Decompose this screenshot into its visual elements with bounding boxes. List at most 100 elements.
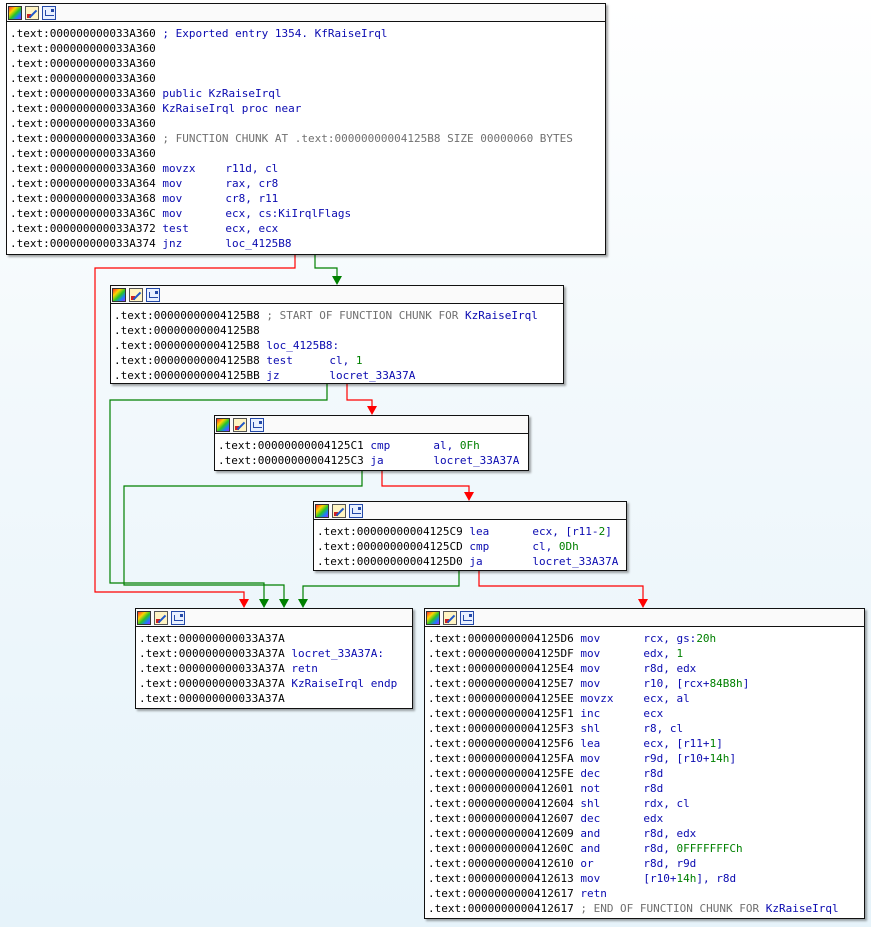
code-line[interactable]: .text:000000000033A37A xyxy=(139,631,409,646)
operand[interactable]: locret_33A37A xyxy=(532,555,619,568)
node-color-icon[interactable] xyxy=(8,5,22,20)
group-nodes-icon[interactable] xyxy=(250,417,264,432)
operand[interactable]: loc_4125B8: xyxy=(259,339,340,352)
immediate-value[interactable]: 0Dh xyxy=(558,540,579,553)
rename-icon[interactable] xyxy=(129,287,143,302)
mnemonic[interactable]: lea xyxy=(469,525,490,538)
operand[interactable]: cl, xyxy=(532,540,559,553)
operand[interactable]: [r10+ xyxy=(643,872,677,885)
mnemonic[interactable]: mov xyxy=(162,177,183,190)
immediate-value[interactable]: 14h xyxy=(676,872,697,885)
immediate-value[interactable]: 84B8h xyxy=(709,677,743,690)
code-line[interactable]: .text:000000000033A360 xyxy=(10,56,602,71)
rename-icon[interactable] xyxy=(154,610,168,625)
mnemonic[interactable]: cmp xyxy=(469,540,490,553)
mnemonic[interactable]: ja xyxy=(370,454,384,467)
code-line[interactable]: .text:000000000033A360 xyxy=(10,71,602,86)
mnemonic[interactable]: ja xyxy=(469,555,483,568)
rename-icon[interactable] xyxy=(25,5,39,20)
operand[interactable]: rcx, gs: xyxy=(643,632,697,645)
operand[interactable]: locret_33A37A xyxy=(329,369,416,382)
operand[interactable]: r8d, xyxy=(643,842,677,855)
operand[interactable]: KzRaiseIrql endp xyxy=(284,677,398,690)
operand[interactable]: r9d, [r10+ xyxy=(643,752,710,765)
operand[interactable]: public KzRaiseIrql xyxy=(155,87,282,100)
basic-block-locret-33A37A[interactable]: .text:000000000033A37A.text:000000000033… xyxy=(135,608,413,709)
code-line[interactable]: .text:00000000004125B8 ; START OF FUNCTI… xyxy=(114,308,560,323)
mnemonic[interactable]: retn xyxy=(580,887,607,900)
code-line[interactable]: .text:000000000033A37A xyxy=(139,691,409,706)
mnemonic[interactable]: movzx xyxy=(162,162,196,175)
operand[interactable]: ecx, [r11+ xyxy=(643,737,710,750)
code-line[interactable]: .text:000000000033A37A locret_33A37A: xyxy=(139,646,409,661)
rename-icon[interactable] xyxy=(332,503,346,518)
code-line[interactable]: .text:000000000033A360 xyxy=(10,41,602,56)
mnemonic[interactable]: not xyxy=(580,782,601,795)
immediate-value[interactable]: 1 xyxy=(676,647,684,660)
immediate-value[interactable]: 2 xyxy=(598,525,606,538)
operand[interactable]: ], r8d xyxy=(696,872,737,885)
immediate-value[interactable]: 1 xyxy=(709,737,717,750)
mnemonic[interactable]: or xyxy=(580,857,594,870)
code-line[interactable]: .text:0000000000412613 mov[r10+14h], r8d xyxy=(428,871,861,886)
code-line[interactable]: .text:000000000033A37A retn xyxy=(139,661,409,676)
mnemonic[interactable]: jz xyxy=(266,369,280,382)
node-color-icon[interactable] xyxy=(112,287,126,302)
mnemonic[interactable]: mov xyxy=(162,207,183,220)
operand[interactable]: r10, [rcx+ xyxy=(643,677,710,690)
operand[interactable]: r11d, cl xyxy=(225,162,279,175)
mnemonic[interactable]: mov xyxy=(580,677,601,690)
operand[interactable]: retn xyxy=(284,662,318,675)
operand[interactable]: ] xyxy=(729,752,737,765)
mnemonic[interactable]: shl xyxy=(580,722,601,735)
immediate-value[interactable]: 0Fh xyxy=(459,439,480,452)
operand[interactable]: cl, xyxy=(329,354,356,367)
code-line[interactable]: .text:000000000033A360 xyxy=(10,116,602,131)
group-nodes-icon[interactable] xyxy=(146,287,160,302)
code-line[interactable]: .text:0000000000412617 retn xyxy=(428,886,861,901)
mnemonic[interactable]: mov xyxy=(580,662,601,675)
mnemonic[interactable]: mov xyxy=(580,647,601,660)
operand[interactable]: ] xyxy=(742,677,750,690)
immediate-value[interactable]: 14h xyxy=(709,752,730,765)
operand[interactable]: r8d, edx xyxy=(643,662,697,675)
operand[interactable]: locret_33A37A xyxy=(433,454,520,467)
operand[interactable]: ecx, al xyxy=(643,692,690,705)
basic-block-entry[interactable]: .text:000000000033A360 ; Exported entry … xyxy=(6,3,606,255)
rename-icon[interactable] xyxy=(233,417,247,432)
operand[interactable]: r8d xyxy=(643,767,664,780)
code-line[interactable]: .text:00000000004125B8 xyxy=(114,323,560,338)
node-color-icon[interactable] xyxy=(137,610,151,625)
operand[interactable]: r8d xyxy=(643,782,664,795)
group-nodes-icon[interactable] xyxy=(349,503,363,518)
rename-icon[interactable] xyxy=(443,610,457,625)
operand[interactable]: cr8, r11 xyxy=(225,192,279,205)
operand[interactable]: ecx xyxy=(643,707,664,720)
operand[interactable]: edx, xyxy=(643,647,677,660)
mnemonic[interactable]: dec xyxy=(580,767,601,780)
node-color-icon[interactable] xyxy=(216,417,230,432)
code-line[interactable]: .text:000000000033A360 KzRaiseIrql proc … xyxy=(10,101,602,116)
mnemonic[interactable]: mov xyxy=(580,632,601,645)
code-line[interactable]: .text:000000000033A360 xyxy=(10,146,602,161)
mnemonic[interactable]: test xyxy=(266,354,293,367)
